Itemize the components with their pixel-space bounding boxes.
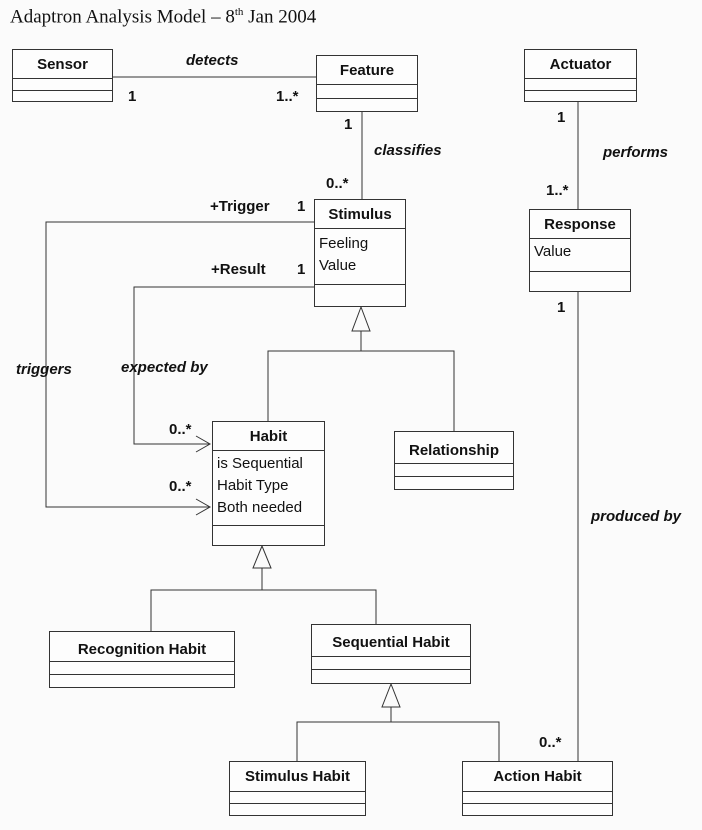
class-attributes bbox=[50, 662, 234, 675]
class-name: Action Habit bbox=[463, 762, 612, 792]
class-stimulus[interactable]: Stimulus Feeling Value bbox=[314, 199, 406, 307]
class-attributes bbox=[395, 464, 513, 477]
class-habit[interactable]: Habit is Sequential Habit Type Both need… bbox=[212, 421, 325, 546]
result-role: +Result bbox=[211, 261, 266, 278]
attribute: Habit Type bbox=[217, 477, 289, 494]
class-attributes: Feeling Value bbox=[315, 229, 405, 285]
sequential-generalization-branch bbox=[391, 721, 500, 761]
sequential-generalization-triangle bbox=[381, 682, 401, 708]
sequential-generalization-tree bbox=[296, 707, 392, 761]
class-name: Sequential Habit bbox=[312, 625, 470, 657]
class-attributes bbox=[525, 79, 636, 91]
class-sequential-habit[interactable]: Sequential Habit bbox=[311, 624, 471, 684]
class-actuator[interactable]: Actuator bbox=[524, 49, 637, 102]
attribute: Both needed bbox=[217, 499, 303, 516]
expected-by-source-multiplicity: 1 bbox=[297, 261, 306, 278]
class-recognition-habit[interactable]: Recognition Habit bbox=[49, 631, 235, 688]
habit-generalization-branch bbox=[262, 589, 377, 624]
expected-by-line bbox=[133, 286, 314, 445]
attribute: Feeling bbox=[319, 235, 369, 252]
class-attributes bbox=[13, 79, 112, 91]
expected-by-arrowhead bbox=[195, 435, 212, 453]
class-name: Feature bbox=[317, 56, 417, 85]
performs-target-multiplicity: 1..* bbox=[546, 182, 569, 199]
class-attributes bbox=[230, 792, 365, 804]
classifies-label: classifies bbox=[374, 142, 442, 159]
class-name: Stimulus Habit bbox=[230, 762, 365, 792]
class-attributes bbox=[312, 657, 470, 670]
class-name: Actuator bbox=[525, 50, 636, 79]
produced-by-source-multiplicity: 1 bbox=[557, 299, 566, 316]
class-attributes: Value bbox=[530, 239, 630, 272]
detects-target-multiplicity: 1..* bbox=[276, 88, 299, 105]
stimulus-generalization-branch bbox=[361, 350, 455, 431]
produced-by-label: produced by bbox=[591, 508, 682, 525]
class-attributes bbox=[463, 792, 612, 804]
class-name: Habit bbox=[213, 422, 324, 451]
class-attributes bbox=[317, 85, 417, 99]
stimulus-generalization-tree bbox=[267, 331, 362, 421]
class-relationship[interactable]: Relationship bbox=[394, 431, 514, 490]
class-name: Relationship bbox=[395, 432, 513, 464]
triggers-source-multiplicity: 1 bbox=[297, 198, 306, 215]
class-feature[interactable]: Feature bbox=[316, 55, 418, 112]
triggers-line bbox=[45, 221, 314, 508]
class-action-habit[interactable]: Action Habit bbox=[462, 761, 613, 816]
triggers-target-multiplicity: 0..* bbox=[169, 478, 192, 495]
triggers-arrowhead bbox=[195, 498, 212, 516]
class-name: Sensor bbox=[13, 50, 112, 79]
class-stimulus-habit[interactable]: Stimulus Habit bbox=[229, 761, 366, 816]
classifies-target-multiplicity: 0..* bbox=[326, 175, 349, 192]
class-name: Recognition Habit bbox=[50, 632, 234, 662]
attribute: is Sequential bbox=[217, 455, 303, 472]
detects-source-multiplicity: 1 bbox=[128, 88, 137, 105]
class-name: Stimulus bbox=[315, 200, 405, 229]
habit-generalization-tree bbox=[150, 568, 263, 631]
class-sensor[interactable]: Sensor bbox=[12, 49, 113, 102]
trigger-role: +Trigger bbox=[210, 198, 270, 215]
performs-label: performs bbox=[603, 144, 669, 161]
performs-source-multiplicity: 1 bbox=[557, 109, 566, 126]
attribute: Value bbox=[534, 243, 572, 260]
produced-by-target-multiplicity: 0..* bbox=[539, 734, 562, 751]
expected-by-label: expected by bbox=[121, 359, 208, 376]
diagram-title: Adaptron Analysis Model – 8th Jan 2004 bbox=[10, 6, 317, 28]
class-name: Response bbox=[530, 210, 630, 239]
triggers-label: triggers bbox=[16, 361, 72, 378]
detects-label: detects bbox=[186, 52, 239, 69]
expected-by-target-multiplicity: 0..* bbox=[169, 421, 192, 438]
classifies-source-multiplicity: 1 bbox=[344, 116, 353, 133]
class-attributes: is Sequential Habit Type Both needed bbox=[213, 451, 324, 526]
stimulus-generalization-triangle bbox=[351, 305, 371, 332]
attribute: Value bbox=[319, 257, 357, 274]
habit-generalization-triangle bbox=[252, 544, 272, 569]
class-response[interactable]: Response Value bbox=[529, 209, 631, 292]
